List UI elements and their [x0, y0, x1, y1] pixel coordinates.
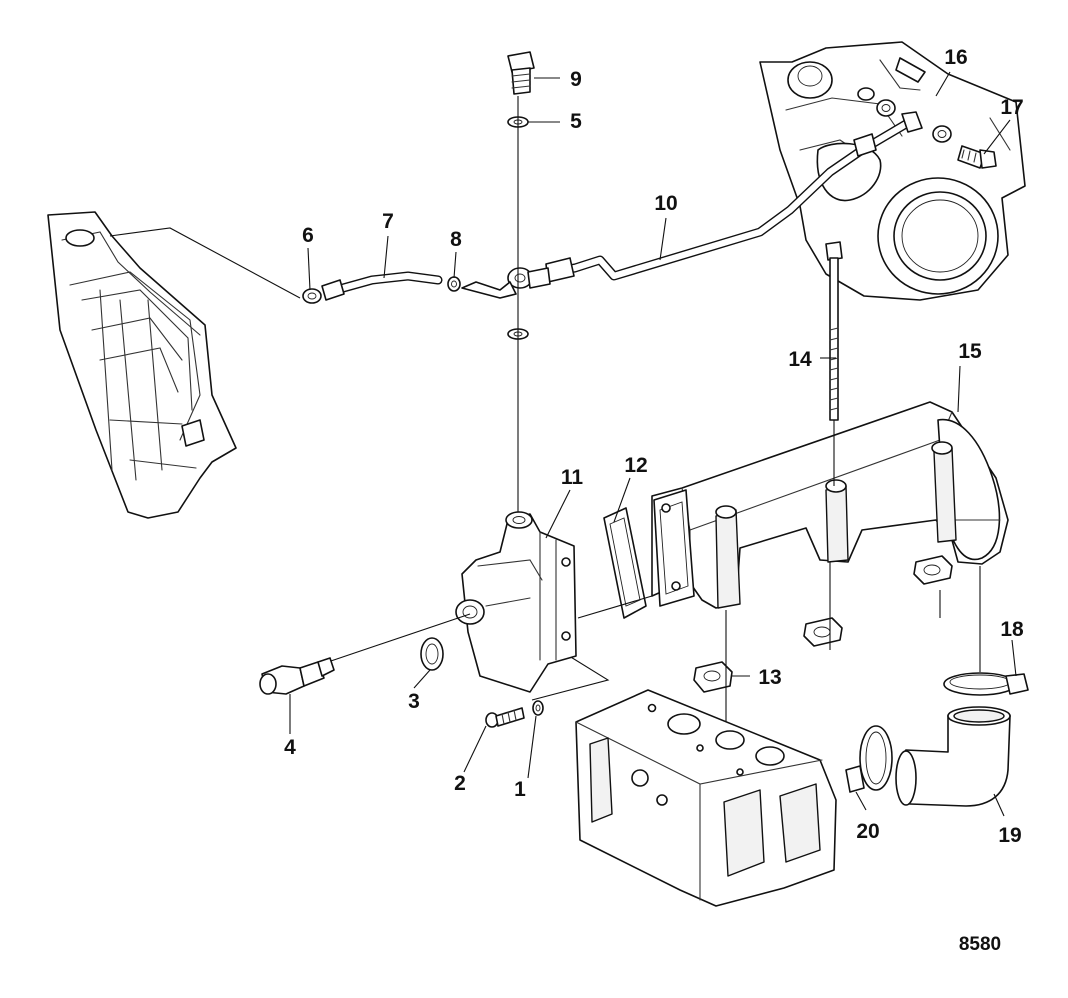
- cylinder-head: [575, 689, 837, 907]
- callout-12: 12: [624, 454, 647, 477]
- elbow-hose: [895, 706, 1011, 807]
- callout-16: 16: [944, 46, 967, 69]
- port-gasket-1: [803, 617, 843, 647]
- mounting-screw: [485, 707, 525, 728]
- callout-19: 19: [998, 824, 1021, 847]
- port-gasket-2: [913, 555, 953, 585]
- coolant-hose: [321, 271, 443, 301]
- callout-1: 1: [514, 778, 526, 801]
- port-gasket-3: [693, 661, 733, 693]
- callout-14: 14: [788, 348, 812, 371]
- turbo-washers: [876, 99, 952, 143]
- callout-20: 20: [856, 820, 879, 843]
- flat-washer: [532, 700, 544, 716]
- callout-3: 3: [408, 690, 420, 713]
- callout-leaders: [289, 71, 1017, 817]
- callout-8: 8: [450, 228, 462, 251]
- alignment-line-gasket: [577, 595, 653, 619]
- hose-clamp-small-right: [447, 276, 461, 292]
- banjo-bolt: [507, 51, 535, 95]
- leader-reservoir-hose: [109, 227, 301, 299]
- callout-18: 18: [1000, 618, 1024, 641]
- turbocharger: [759, 41, 1026, 301]
- callout-labels: 1 2 3 4 5 6 7 8 9 10 11 12 13 14 15 16 1…: [284, 46, 1024, 847]
- banjo-bolt-turbo: [957, 145, 997, 169]
- hose-clamp-small-left: [302, 288, 322, 304]
- figure-number: 8580: [959, 934, 1001, 955]
- callout-17: 17: [1000, 96, 1023, 119]
- large-hose-clamp: [943, 672, 1029, 696]
- coolant-reservoir: [47, 211, 237, 519]
- callout-6: 6: [302, 224, 314, 247]
- callout-10: 10: [654, 192, 677, 215]
- callout-13: 13: [758, 666, 781, 689]
- housing-gasket: [603, 507, 647, 619]
- callout-9: 9: [570, 68, 582, 91]
- thermostat-housing: [455, 511, 577, 693]
- callout-5: 5: [570, 110, 582, 133]
- exhaust-manifold: [651, 401, 1009, 609]
- long-bolt: [825, 241, 843, 421]
- fitting-elbow: [461, 281, 517, 299]
- alignment-line-sensor: [321, 613, 471, 665]
- callout-2: 2: [454, 772, 466, 795]
- callout-15: 15: [958, 340, 982, 363]
- callout-11: 11: [561, 466, 584, 489]
- temperature-sensor: [259, 657, 335, 695]
- o-ring: [420, 637, 444, 671]
- callout-4: 4: [284, 736, 296, 759]
- turbo-oil-line: [507, 111, 923, 289]
- hose-clamp-left: [845, 725, 893, 793]
- callout-7: 7: [382, 210, 394, 233]
